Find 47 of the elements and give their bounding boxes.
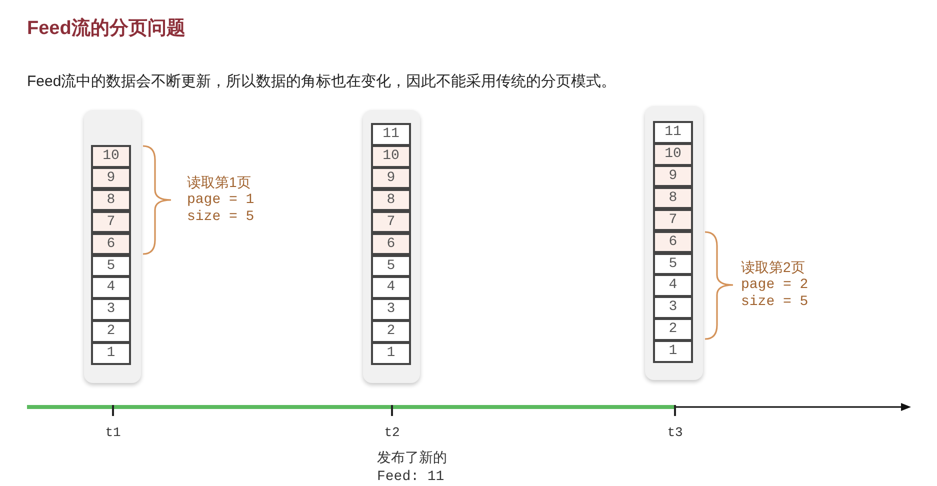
- annotation-text: page = 1: [187, 192, 254, 208]
- annotation-text: 读取第2页: [741, 259, 805, 277]
- description-text: Feed流中的数据会不断更新，所以数据的角标也在变化，因此不能采用传统的分页模式。: [27, 72, 616, 91]
- list-item: 5: [653, 252, 693, 275]
- list-item: 10: [371, 145, 411, 168]
- list-item: 2: [371, 320, 411, 343]
- tick-label: t3: [667, 425, 683, 440]
- slide-title: Feed流的分页问题: [27, 16, 186, 41]
- list-item: 6: [91, 232, 131, 256]
- list-item: 3: [653, 296, 693, 319]
- list-item: 11: [371, 123, 411, 146]
- list-item: 10: [653, 143, 693, 166]
- list-item: 3: [371, 298, 411, 321]
- list-item: 8: [653, 186, 693, 210]
- list-item: 4: [371, 276, 411, 299]
- tick-label: t1: [105, 425, 121, 440]
- list-panel: [645, 106, 703, 380]
- list-item: 5: [91, 254, 131, 277]
- annotation-text: page = 2: [741, 277, 808, 293]
- list-item: 9: [653, 164, 693, 188]
- list-item: 1: [653, 340, 693, 363]
- list-item: 8: [91, 188, 131, 212]
- list-item: 9: [91, 166, 131, 190]
- list-item: 6: [371, 232, 411, 256]
- list-panel: [363, 110, 420, 383]
- list-item: 7: [91, 210, 131, 234]
- list-item: 1: [371, 342, 411, 365]
- list-item: 11: [653, 121, 693, 144]
- list-item: 9: [371, 166, 411, 190]
- list-item: 4: [653, 274, 693, 297]
- tick-label: t2: [384, 425, 400, 440]
- annotation-text: 读取第1页: [187, 174, 251, 192]
- list-item: 4: [91, 276, 131, 299]
- list-item: 2: [653, 318, 693, 341]
- list-item: 6: [653, 230, 693, 254]
- list-item: 3: [91, 298, 131, 321]
- annotation-text: size = 5: [741, 294, 808, 310]
- list-item: 5: [371, 254, 411, 277]
- note-text: 发布了新的 Feed: 11: [377, 450, 448, 486]
- list-item: 2: [91, 320, 131, 343]
- list-item: 7: [371, 210, 411, 234]
- list-item: 8: [371, 188, 411, 212]
- list-item: 10: [91, 145, 131, 168]
- list-item: 7: [653, 208, 693, 232]
- annotation-text: size = 5: [187, 209, 254, 225]
- list-item: 1: [91, 342, 131, 365]
- list-panel: [84, 110, 141, 383]
